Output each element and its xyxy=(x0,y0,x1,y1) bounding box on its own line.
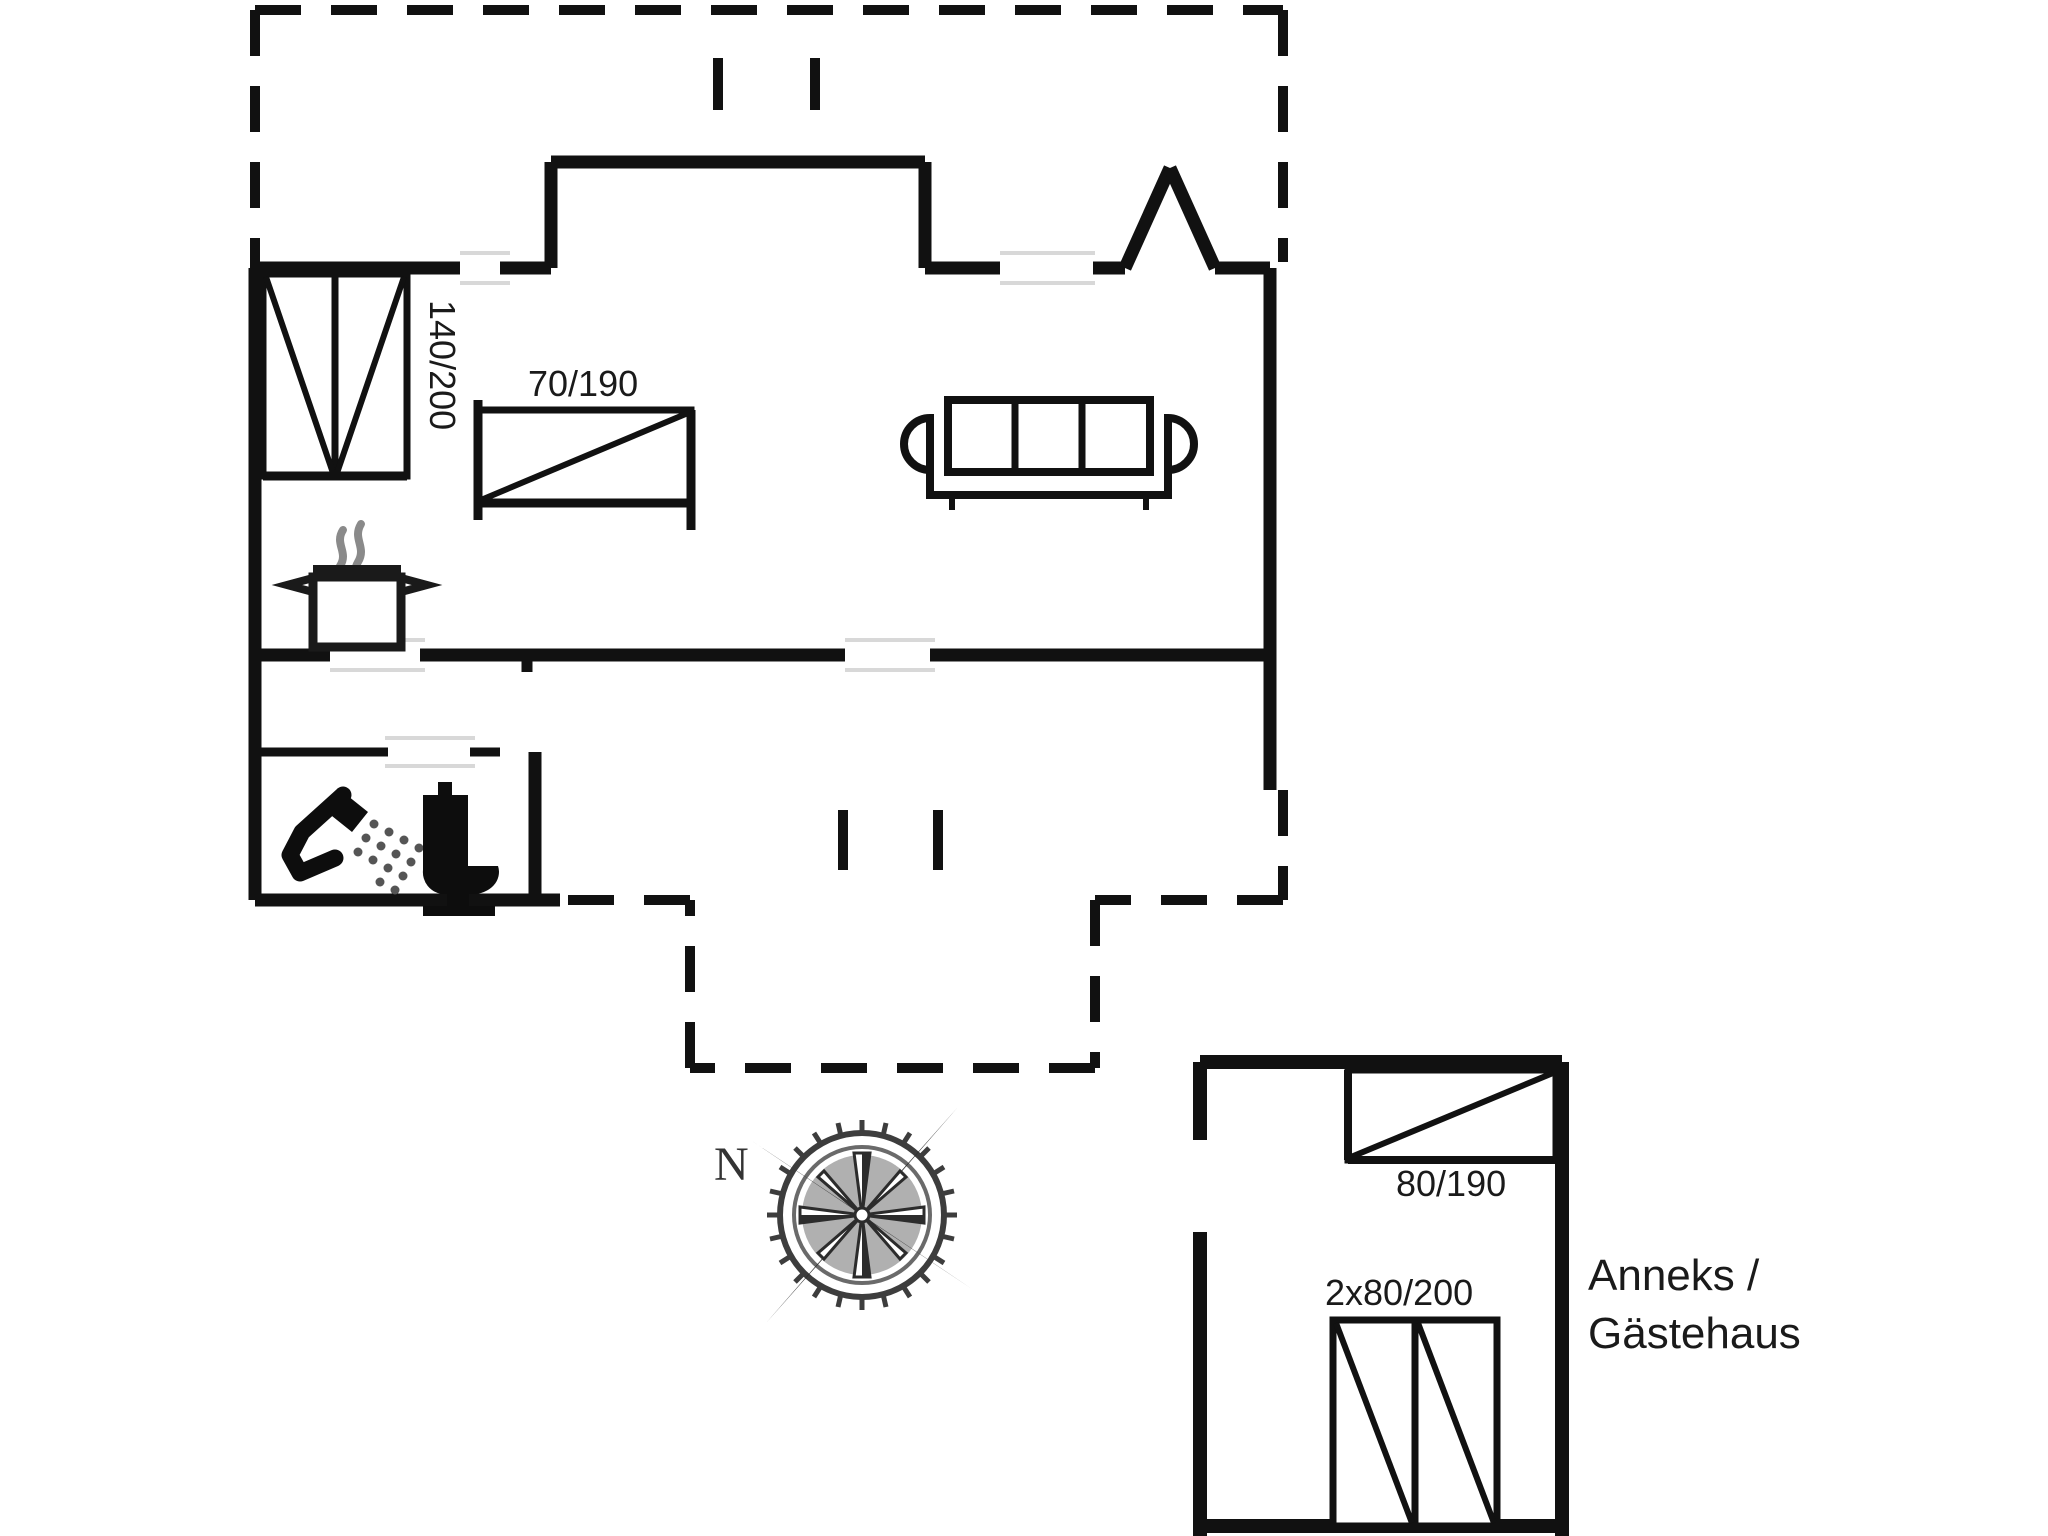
terrace-step-ticks-top xyxy=(713,58,820,110)
annex-walls xyxy=(1193,1055,1569,1536)
north-label: N xyxy=(714,1138,749,1191)
terrace-step-ticks-bottom xyxy=(838,810,943,870)
annex-twin-beds-icon xyxy=(1329,1316,1501,1530)
terrace-outline xyxy=(250,5,1288,1073)
annex-single-bed-icon xyxy=(1344,1066,1560,1164)
compass-rose-icon xyxy=(752,1107,972,1323)
annex-label-line2: Gästehaus xyxy=(1588,1309,1801,1358)
annex-label-line1: Anneks / xyxy=(1588,1251,1760,1300)
single-bed-icon xyxy=(473,400,696,530)
shower-icon xyxy=(281,786,424,895)
sofa-icon xyxy=(900,396,1198,510)
annex-twin-beds-dimension-label: 2x80/200 xyxy=(1325,1272,1473,1313)
toilet-icon xyxy=(422,782,499,916)
single-bed-dimension-label: 70/190 xyxy=(528,363,638,404)
cooking-pot-icon xyxy=(271,520,443,652)
double-bed-dimension-label: 140/200 xyxy=(422,300,463,430)
double-bed-icon xyxy=(259,270,411,481)
main-house-walls xyxy=(248,155,1277,907)
annex-single-bed-dimension-label: 80/190 xyxy=(1396,1163,1506,1204)
